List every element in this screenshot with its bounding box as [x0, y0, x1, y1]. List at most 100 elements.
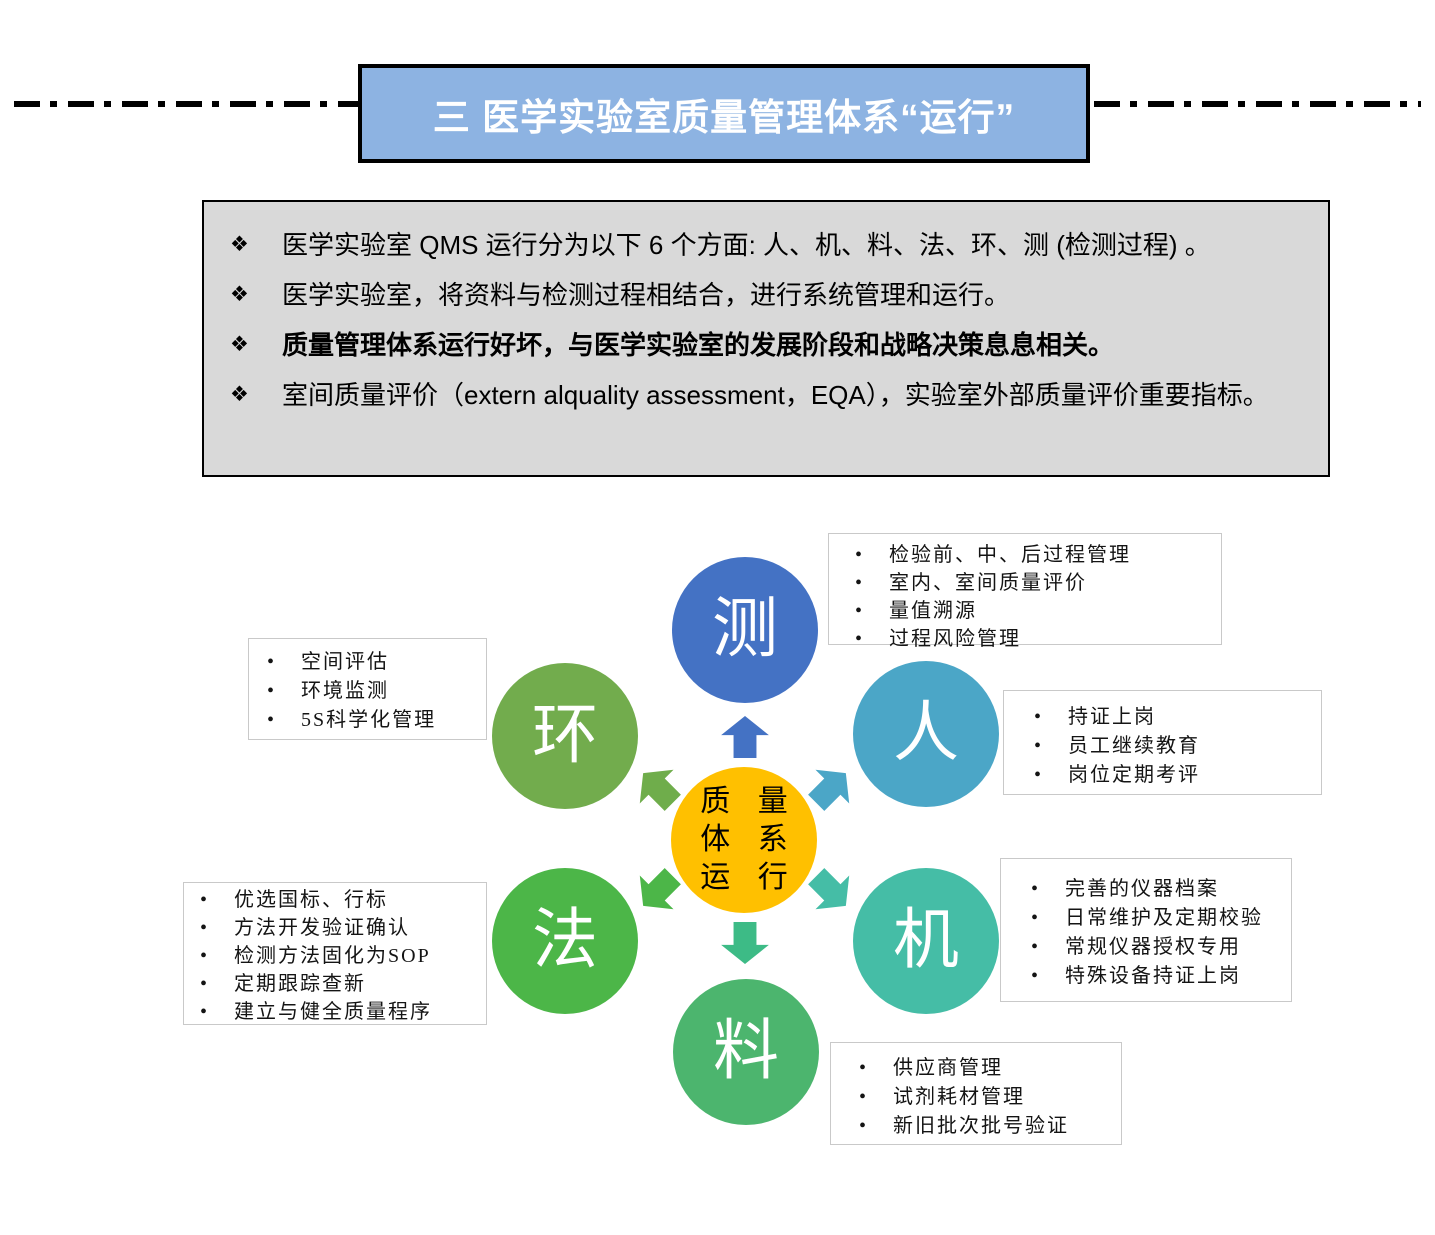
annotation-list: • 供应商管理 • 试剂耗材管理 • 新旧批次批号验证: [855, 1054, 1115, 1141]
annotation-list: • 空间评估 • 环境监测 • 5S科学化管理: [263, 648, 482, 735]
list-item-text: 空间评估: [301, 651, 389, 673]
dot-bullet-icon: •: [855, 544, 863, 566]
list-item-text: 建立与健全质量程序: [234, 1001, 432, 1023]
list-item: • 5S科学化管理: [263, 706, 482, 735]
list-item-text: 过程风险管理: [889, 628, 1021, 650]
dot-bullet-icon: •: [1034, 764, 1042, 786]
dot-bullet-icon: •: [859, 1086, 867, 1108]
summary-item: ❖ 室间质量评价（extern alquality assessment，EQA…: [230, 370, 1308, 420]
diamond-bullet-icon: ❖: [230, 383, 249, 406]
center-text-line: 体 系: [700, 823, 798, 856]
annotation-box-ren: •持证上岗 • 员工继续教育 •岗位定期考评: [1003, 690, 1322, 795]
dot-bullet-icon: •: [855, 628, 863, 650]
list-item-text: 完善的仪器档案: [1065, 878, 1219, 900]
dot-bullet-icon: •: [200, 1001, 208, 1023]
list-item: •岗位定期考评: [1030, 761, 1315, 790]
list-item: • 员工继续教育: [1030, 732, 1315, 761]
list-item-text: 检测方法固化为SOP: [234, 945, 431, 967]
annotation-box-liao: • 供应商管理 • 试剂耗材管理 • 新旧批次批号验证: [830, 1042, 1122, 1145]
node-circle-ce: 测: [672, 557, 818, 703]
dot-bullet-icon: •: [1034, 735, 1042, 757]
list-item: • 室内、室间质量评价: [851, 569, 1215, 597]
list-item-text: 定期跟踪查新: [234, 973, 366, 995]
list-item-text: 室内、室间质量评价: [889, 572, 1087, 594]
list-item-text: 环境监测: [301, 680, 389, 702]
list-item: • 定期跟踪查新: [196, 970, 482, 998]
center-text-line: 质 量: [700, 785, 798, 818]
list-item-text: 5S科学化管理: [301, 709, 437, 731]
annotation-box-huan: • 空间评估 • 环境监测 • 5S科学化管理: [248, 638, 487, 740]
annotation-box-ji: • 完善的仪器档案 • 日常维护及定期校验 • 常规仪器授权专用 • 特殊设备持证上岗: [1000, 858, 1292, 1002]
list-item-text: 供应商管理: [893, 1057, 1003, 1079]
dot-bullet-icon: •: [267, 651, 275, 673]
center-circle: 质 量 体 系 运 行: [671, 767, 817, 913]
node-label: 法: [532, 904, 598, 977]
annotation-box-ce: •检验前、中、后过程管理 •室内、室间质量评价 •量值溯源 •过程风险管理: [828, 533, 1222, 650]
summary-item: ❖ 质量管理体系运行好坏，与医学实验室的发展阶段和战略决策息息相关。: [230, 320, 1308, 370]
list-item-text: 量值溯源: [889, 600, 977, 622]
dot-bullet-icon: •: [855, 600, 863, 622]
list-item: • 特殊设备持证上岗: [1027, 962, 1285, 991]
arrow-up-icon: [721, 716, 769, 758]
list-item: • 方法开发验证确认: [196, 914, 482, 942]
list-item: • 试剂耗材管理: [855, 1083, 1115, 1112]
list-item: • 环境监测: [263, 677, 482, 706]
dot-bullet-icon: •: [1031, 878, 1039, 900]
arrow-lower-left-icon: [639, 868, 681, 910]
list-item-text: 试剂耗材管理: [893, 1086, 1025, 1108]
summary-item: ❖ 医学实验室，将资料与检测过程相结合，进行系统管理和运行。: [230, 270, 1308, 320]
summary-text: 质量管理体系运行好坏，与医学实验室的发展阶段和战略决策息息相关。: [282, 330, 1115, 360]
list-item: • 常规仪器授权专用: [1027, 933, 1285, 962]
diamond-bullet-icon: ❖: [230, 233, 249, 256]
list-item-text: 日常维护及定期校验: [1065, 907, 1263, 929]
summary-box: ❖ 医学实验室 QMS 运行分为以下 6 个方面: 人、机、料、法、环、测 (检…: [202, 200, 1330, 477]
arrow-upper-right-icon: [808, 769, 850, 811]
annotation-list: • 完善的仪器档案 • 日常维护及定期校验 • 常规仪器授权专用 • 特殊设备持证上岗: [1027, 875, 1285, 991]
list-item: • 优选国标、行标: [196, 886, 482, 914]
annotation-list: •持证上岗 • 员工继续教育 •岗位定期考评: [1030, 703, 1315, 790]
node-label: 机: [893, 904, 959, 977]
node-label: 测: [712, 593, 778, 666]
diamond-bullet-icon: ❖: [230, 333, 249, 356]
diamond-bullet-icon: ❖: [230, 283, 249, 306]
node-circle-ren: 人: [853, 661, 999, 807]
dot-bullet-icon: •: [200, 945, 208, 967]
list-item: • 新旧批次批号验证: [855, 1112, 1115, 1141]
list-item-text: 新旧批次批号验证: [893, 1115, 1069, 1137]
dot-bullet-icon: •: [267, 680, 275, 702]
list-item-text: 特殊设备持证上岗: [1065, 965, 1241, 987]
list-item: • 日常维护及定期校验: [1027, 904, 1285, 933]
center-text-line: 运 行: [700, 861, 798, 894]
node-circle-fa: 法: [492, 868, 638, 1014]
annotation-list: •检验前、中、后过程管理 •室内、室间质量评价 •量值溯源 •过程风险管理: [851, 541, 1215, 653]
list-item-text: 优选国标、行标: [234, 889, 388, 911]
list-item: • 建立与健全质量程序: [196, 998, 482, 1026]
node-label: 料: [713, 1015, 779, 1088]
dot-bullet-icon: •: [200, 889, 208, 911]
dot-bullet-icon: •: [1031, 965, 1039, 987]
dot-bullet-icon: •: [1031, 936, 1039, 958]
list-item-text: 常规仪器授权专用: [1065, 936, 1241, 958]
list-item: •持证上岗: [1030, 703, 1315, 732]
list-item: • 量值溯源: [851, 597, 1215, 625]
dot-bullet-icon: •: [855, 572, 863, 594]
summary-text: 室间质量评价（extern alquality assessment，EQA），…: [282, 380, 1269, 410]
dot-bullet-icon: •: [1031, 907, 1039, 929]
annotation-box-fa: • 优选国标、行标 • 方法开发验证确认 • 检测方法固化为SOP • 定期跟踪查新 •…: [183, 882, 487, 1025]
list-item-text: 员工继续教育: [1068, 735, 1200, 757]
list-item: • 空间评估: [263, 648, 482, 677]
list-item: • 检测方法固化为SOP: [196, 942, 482, 970]
node-circle-ji: 机: [853, 868, 999, 1014]
annotation-list: • 优选国标、行标 • 方法开发验证确认 • 检测方法固化为SOP • 定期跟踪查新 •…: [196, 886, 482, 1026]
list-item-text: 方法开发验证确认: [234, 917, 410, 939]
page-title: 三 医学实验室质量管理体系“运行”: [432, 96, 1016, 138]
arrow-upper-left-icon: [639, 769, 681, 811]
dot-bullet-icon: •: [859, 1115, 867, 1137]
dot-bullet-icon: •: [859, 1057, 867, 1079]
dot-bullet-icon: •: [200, 917, 208, 939]
dot-bullet-icon: •: [200, 973, 208, 995]
list-item: • 完善的仪器档案: [1027, 875, 1285, 904]
dot-bullet-icon: •: [267, 709, 275, 731]
list-item: • 过程风险管理: [851, 625, 1215, 653]
